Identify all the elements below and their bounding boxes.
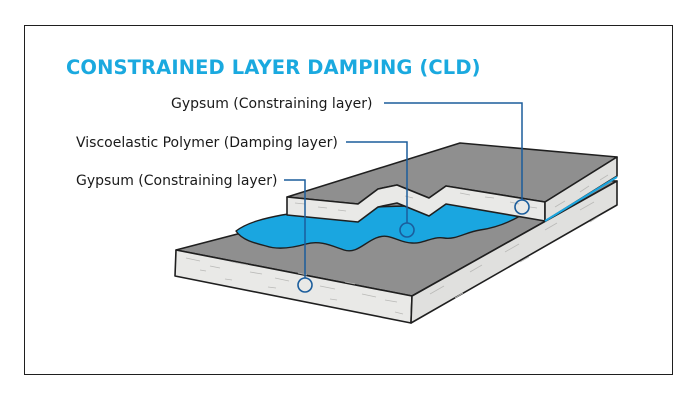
top-board-side-face [544,156,618,222]
bottom-board-texture [185,201,599,315]
label-polymer: Viscoelastic Polymer (Damping layer) [76,135,338,151]
diagram-title: CONSTRAINED LAYER DAMPING (CLD) [66,56,481,79]
marker-bottom-gypsum [297,277,313,293]
polymer-edge-line [544,176,618,222]
marker-top-gypsum [514,199,530,215]
top-gypsum-board [286,142,618,223]
label-bottom-gypsum: Gypsum (Constraining layer) [76,173,278,189]
marker-polymer [399,222,415,238]
leader-bottom-gypsum [284,179,313,293]
leader-polymer [346,141,415,238]
leader-top-gypsum [384,102,530,215]
label-top-gypsum: Gypsum (Constraining layer) [171,96,373,112]
